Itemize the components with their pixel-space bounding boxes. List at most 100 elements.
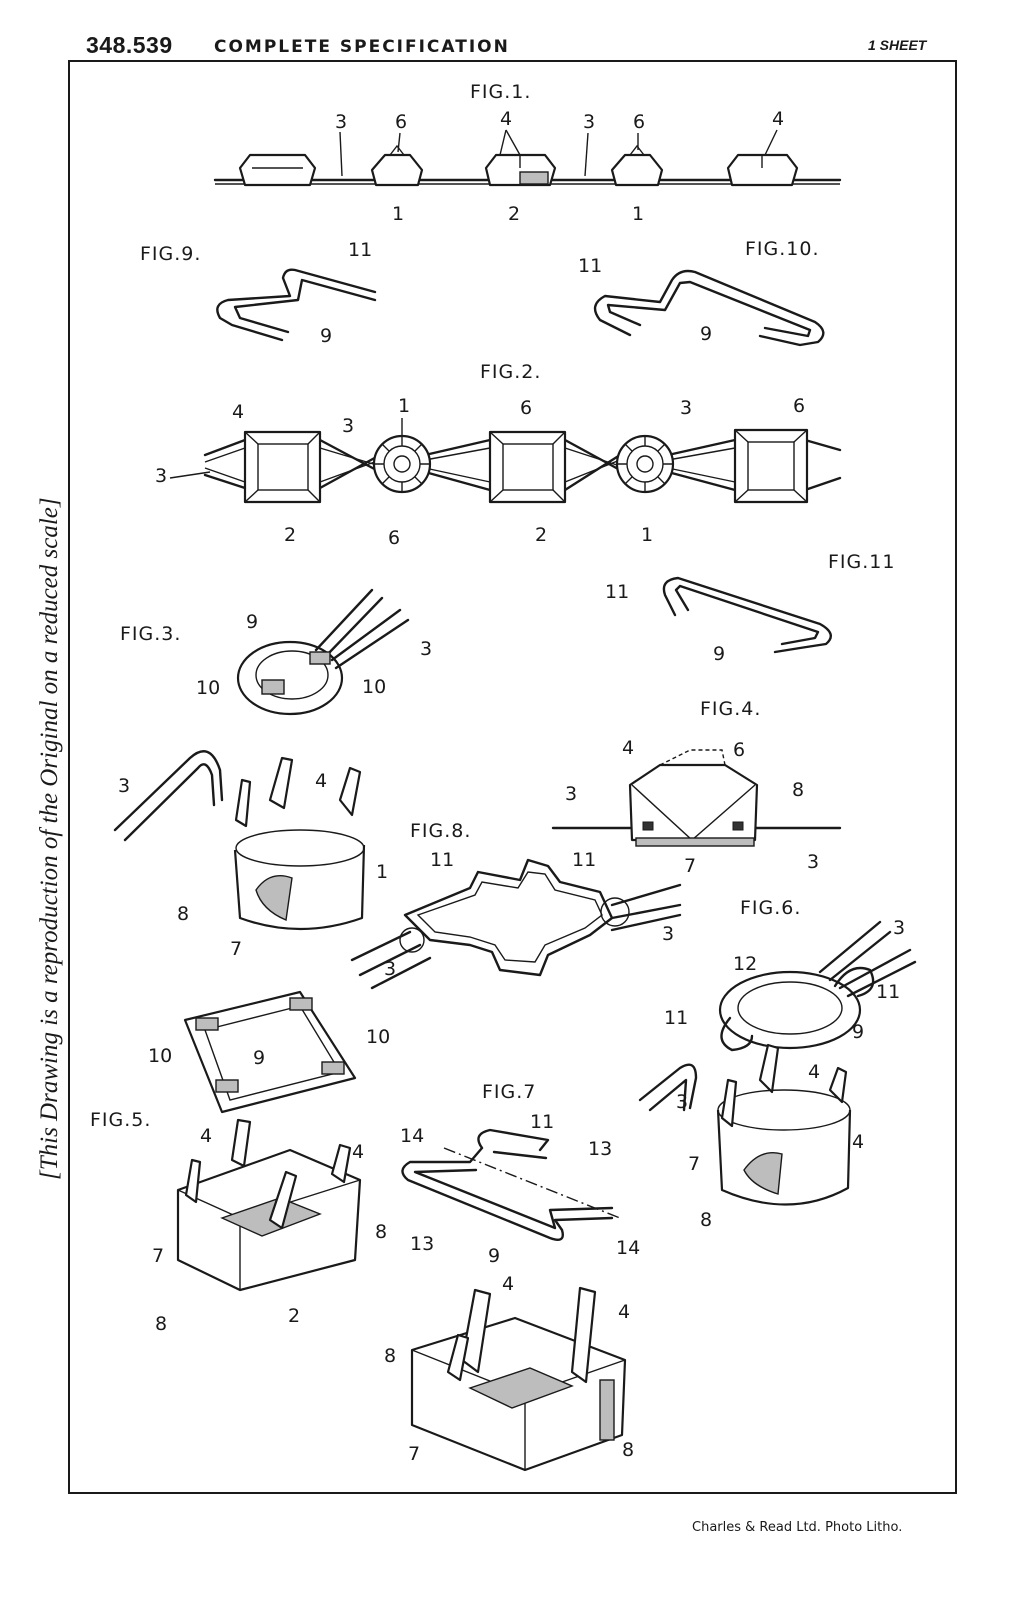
svg-text:3: 3 [342, 415, 354, 437]
svg-text:3: 3 [676, 1091, 688, 1113]
svg-text:14: 14 [616, 1237, 640, 1259]
svg-text:6: 6 [733, 739, 745, 761]
svg-text:11: 11 [348, 239, 372, 261]
svg-text:8: 8 [155, 1313, 167, 1335]
fig6-label: FIG.6. [740, 897, 801, 919]
svg-text:11: 11 [430, 849, 454, 871]
fig2-drawing: FIG.2. 4 3 3 2 1 6 6 2 1 3 6 [155, 361, 842, 549]
svg-text:1: 1 [392, 203, 404, 225]
svg-text:12: 12 [733, 953, 757, 975]
svg-text:6: 6 [633, 111, 645, 133]
svg-text:11: 11 [605, 581, 629, 603]
fig3-drawing: FIG.3. 9 3 10 10 [120, 588, 432, 716]
sheet-count: 1 SHEET [868, 37, 927, 53]
svg-text:6: 6 [520, 397, 532, 419]
svg-text:7: 7 [408, 1443, 420, 1465]
svg-text:4: 4 [808, 1061, 820, 1083]
svg-text:3: 3 [420, 638, 432, 660]
svg-text:3: 3 [565, 783, 577, 805]
fig8-drawing: FIG.8. 11 11 3 3 [350, 820, 682, 990]
svg-text:4: 4 [852, 1131, 864, 1153]
svg-text:3: 3 [893, 917, 905, 939]
svg-text:3: 3 [118, 775, 130, 797]
svg-text:8: 8 [700, 1209, 712, 1231]
svg-text:13: 13 [410, 1233, 434, 1255]
fig11-label: FIG.11 [828, 551, 895, 573]
fig6-drawing: FIG.6. 3 12 11 11 9 4 3 4 7 8 [638, 897, 917, 1231]
svg-text:3: 3 [384, 958, 396, 980]
svg-text:11: 11 [876, 981, 900, 1003]
svg-text:9: 9 [320, 325, 332, 347]
fig1-label: FIG.1. [470, 81, 531, 103]
svg-text:3: 3 [583, 111, 595, 133]
svg-text:10: 10 [362, 676, 386, 698]
svg-text:3: 3 [155, 465, 167, 487]
svg-text:7: 7 [684, 855, 696, 877]
fig5-drawing: FIG.5. 10 9 10 4 4 8 7 8 2 [90, 990, 390, 1335]
svg-text:6: 6 [388, 527, 400, 549]
svg-text:6: 6 [793, 395, 805, 417]
svg-text:3: 3 [335, 111, 347, 133]
svg-text:9: 9 [700, 323, 712, 345]
fig9-drawing: FIG.9. 11 9 [140, 239, 377, 347]
svg-text:3: 3 [662, 923, 674, 945]
svg-text:10: 10 [196, 677, 220, 699]
svg-text:4: 4 [232, 401, 244, 423]
drawing-frame [68, 60, 957, 1494]
svg-text:10: 10 [148, 1045, 172, 1067]
fig3-label: FIG.3. [120, 623, 181, 645]
fig5-label: FIG.5. [90, 1109, 151, 1131]
svg-text:1: 1 [376, 861, 388, 883]
svg-text:6: 6 [395, 111, 407, 133]
fig4-label: FIG.4. [700, 698, 761, 720]
svg-text:11: 11 [578, 255, 602, 277]
svg-text:3: 3 [807, 851, 819, 873]
fig2-label: FIG.2. [480, 361, 541, 383]
svg-text:4: 4 [200, 1125, 212, 1147]
svg-text:7: 7 [230, 938, 242, 960]
svg-text:9: 9 [488, 1245, 500, 1267]
fig10-drawing: FIG.10. 11 9 [578, 238, 825, 347]
svg-text:11: 11 [530, 1111, 554, 1133]
svg-text:1: 1 [632, 203, 644, 225]
svg-text:2: 2 [508, 203, 520, 225]
svg-text:8: 8 [177, 903, 189, 925]
svg-text:8: 8 [375, 1221, 387, 1243]
svg-text:11: 11 [664, 1007, 688, 1029]
svg-text:9: 9 [253, 1047, 265, 1069]
svg-text:8: 8 [792, 779, 804, 801]
svg-text:8: 8 [384, 1345, 396, 1367]
svg-text:4: 4 [315, 770, 327, 792]
svg-text:4: 4 [618, 1301, 630, 1323]
fig7-setting-drawing: 4 4 8 7 8 [384, 1273, 634, 1472]
svg-text:8: 8 [622, 1439, 634, 1461]
svg-text:3: 3 [680, 397, 692, 419]
svg-text:4: 4 [622, 737, 634, 759]
svg-text:9: 9 [713, 643, 725, 665]
svg-text:13: 13 [588, 1138, 612, 1160]
fig7-drawing: FIG.7 14 11 13 13 9 14 [400, 1081, 640, 1267]
fig4-drawing: FIG.4. 4 6 8 3 7 3 [551, 698, 842, 877]
printer-credit: Charles & Read Ltd. Photo Litho. [692, 1520, 903, 1535]
svg-text:1: 1 [641, 524, 653, 546]
svg-text:1: 1 [398, 395, 410, 417]
svg-text:2: 2 [535, 524, 547, 546]
fig11-drawing: FIG.11 11 9 [605, 551, 895, 665]
svg-text:9: 9 [852, 1021, 864, 1043]
svg-text:4: 4 [352, 1141, 364, 1163]
svg-text:4: 4 [772, 108, 784, 130]
svg-text:14: 14 [400, 1125, 424, 1147]
fig1-drawing: FIG.1. 3 6 4 3 6 4 1 2 1 [213, 81, 842, 225]
fig3-cup-drawing: 3 4 1 8 7 [113, 750, 388, 960]
fig9-label: FIG.9. [140, 243, 201, 265]
svg-text:10: 10 [366, 1026, 390, 1048]
patent-number: 348.539 [86, 32, 173, 58]
svg-text:7: 7 [152, 1245, 164, 1267]
svg-text:2: 2 [288, 1305, 300, 1327]
fig10-label: FIG.10. [745, 238, 820, 260]
svg-text:7: 7 [688, 1153, 700, 1175]
fig7-label: FIG.7 [482, 1081, 536, 1103]
svg-text:2: 2 [284, 524, 296, 546]
document-title: COMPLETE SPECIFICATION [214, 37, 510, 57]
